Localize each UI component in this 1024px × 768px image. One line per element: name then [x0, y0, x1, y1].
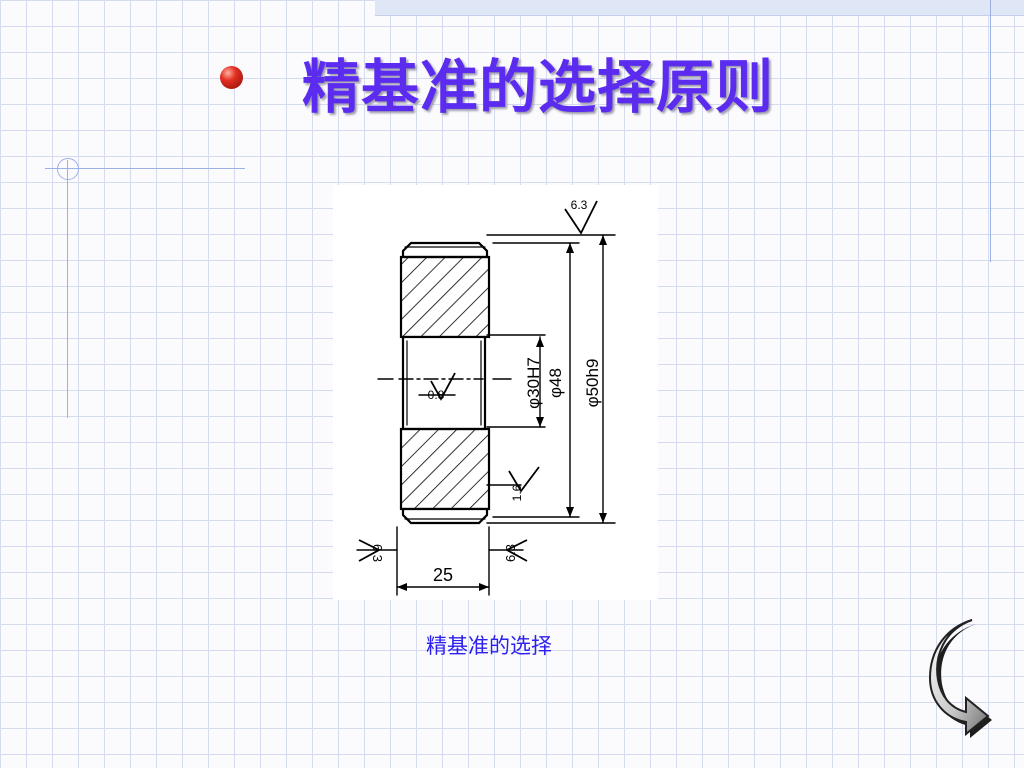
return-arrow-graphic [928, 619, 992, 738]
bottom-chamfer [401, 507, 489, 525]
top-decorative-band [375, 0, 1024, 16]
upper-section [399, 255, 491, 339]
rough-top-text: 6.3 [571, 198, 588, 212]
figure-caption: 精基准的选择 [426, 634, 552, 658]
top-chamfer [401, 241, 489, 259]
roughness-top-icon [564, 200, 598, 235]
slide-title: 精基准的选择原则 [302, 53, 775, 121]
red-sphere-bullet-icon [220, 66, 243, 89]
roughness-bore-icon [430, 372, 456, 401]
rough-left-text: 6.3 [370, 544, 385, 562]
left-decorative-rule-vertical [67, 160, 68, 418]
dim-width-text: 25 [433, 565, 453, 585]
roughness-face-icon [508, 466, 540, 493]
dim-inner-text: φ48 [546, 368, 565, 398]
dim-outer-text: φ50h9 [583, 359, 602, 408]
roughness-left-icon [358, 539, 381, 562]
left-decorative-circle [57, 158, 79, 180]
return-arrow-icon[interactable] [928, 616, 998, 738]
right-decorative-rule [990, 0, 991, 262]
part-section-drawing: φ30H7 φ48 φ50h9 25 6.3 0.8 1.6 6.3 6.3 [356, 198, 616, 596]
dim-bore-text: φ30H7 [524, 357, 543, 409]
rough-bore-text: 0.8 [428, 388, 445, 402]
rough-face-text: 1.6 [510, 484, 524, 501]
engineering-drawing: φ30H7 φ48 φ50h9 25 6.3 0.8 1.6 6.3 6.3 [333, 185, 658, 600]
roughness-right-icon [505, 539, 528, 562]
lower-section [399, 427, 491, 511]
rough-right-text: 6.3 [503, 544, 518, 562]
bore [401, 335, 487, 431]
left-decorative-rule-horizontal [45, 168, 245, 169]
